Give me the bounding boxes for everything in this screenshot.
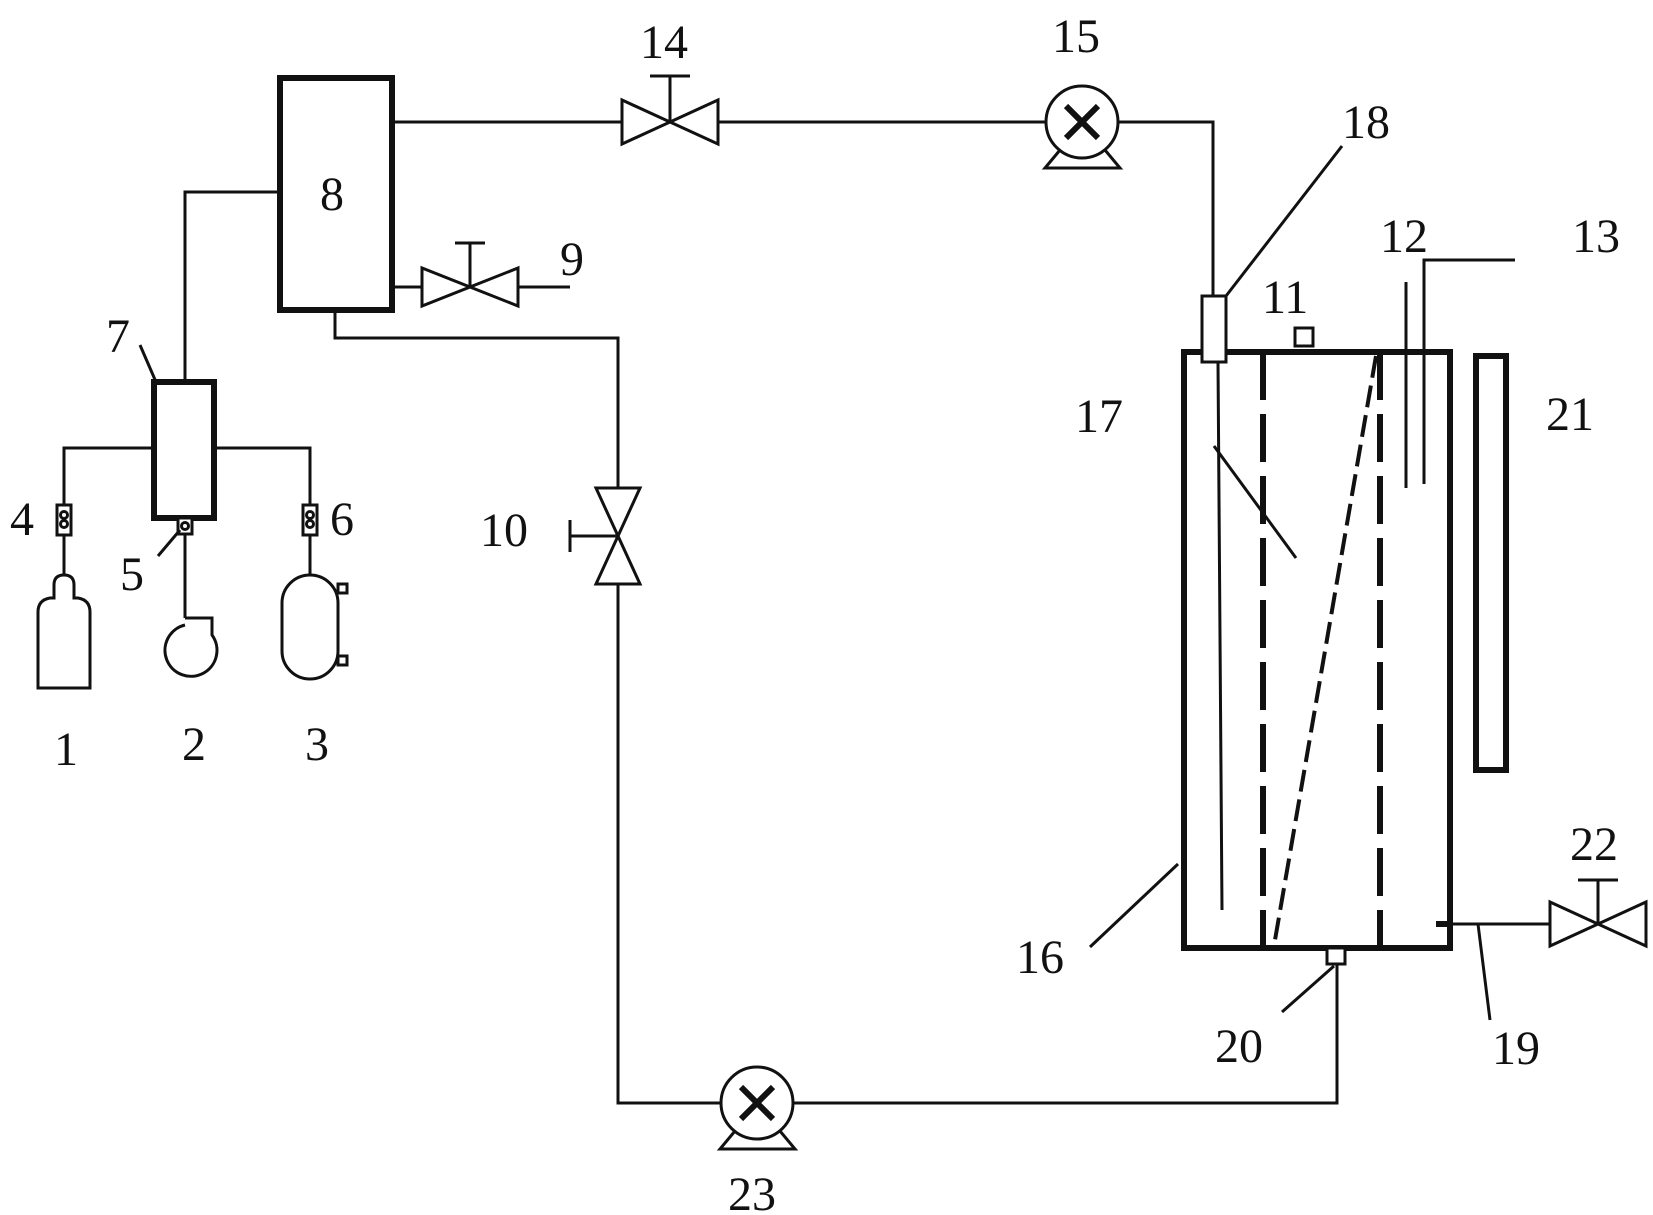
label-5: 5 xyxy=(120,548,144,601)
label-3: 3 xyxy=(305,718,329,771)
pump-icon xyxy=(716,1065,799,1151)
label-10: 10 xyxy=(480,504,528,557)
number-labels: 1 2 3 4 5 6 7 8 9 10 11 12 13 14 15 16 1… xyxy=(10,10,1620,1215)
label-13: 13 xyxy=(1572,210,1620,263)
label-22: 22 xyxy=(1570,818,1618,871)
label-14: 14 xyxy=(640,16,688,69)
label-12: 12 xyxy=(1380,210,1428,263)
label-7: 7 xyxy=(106,310,130,363)
buffer-tank-8 xyxy=(277,75,395,313)
label-23: 23 xyxy=(728,1168,776,1215)
reactor-16 xyxy=(1181,258,1515,966)
valve-9 xyxy=(420,241,520,309)
valve-22 xyxy=(1548,878,1648,949)
gas-mixer-7 xyxy=(151,379,217,521)
label-6: 6 xyxy=(330,493,354,546)
pump-icon xyxy=(1041,84,1124,170)
flowmeter-4 xyxy=(55,503,73,537)
label-15: 15 xyxy=(1052,10,1100,63)
label-16: 16 xyxy=(1016,931,1064,984)
label-8: 8 xyxy=(320,168,344,221)
panel-21 xyxy=(1473,353,1509,773)
label-21: 21 xyxy=(1546,388,1594,441)
flowmeter-6 xyxy=(301,503,319,537)
label-4: 4 xyxy=(10,493,34,546)
label-11: 11 xyxy=(1262,271,1308,324)
leader-lines xyxy=(138,145,1492,1021)
gas-cylinder-icon xyxy=(36,573,92,690)
label-20: 20 xyxy=(1215,1020,1263,1073)
label-1: 1 xyxy=(54,723,78,776)
gas-bag-icon xyxy=(280,573,349,681)
valve-14 xyxy=(620,74,720,147)
label-9: 9 xyxy=(560,233,584,286)
valve-10 xyxy=(568,486,643,586)
label-18: 18 xyxy=(1342,96,1390,149)
compressor-icon xyxy=(163,616,219,678)
label-17: 17 xyxy=(1075,390,1123,443)
label-2: 2 xyxy=(182,718,206,771)
label-19: 19 xyxy=(1492,1022,1540,1075)
flowmeter-5 xyxy=(176,516,194,536)
